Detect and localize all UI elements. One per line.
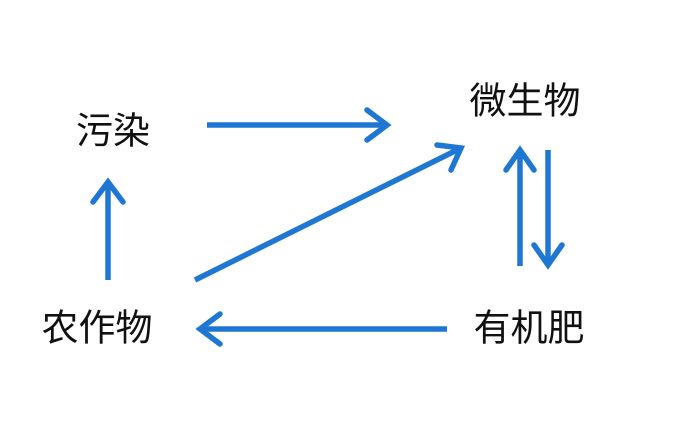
arrow-crop-to-pollution bbox=[90, 177, 126, 280]
node-fertilizer: 有机肥 bbox=[473, 306, 585, 350]
node-crop: 农作物 bbox=[41, 306, 153, 350]
arrow-pollution-to-microbe bbox=[207, 107, 392, 143]
node-microbe: 微生物 bbox=[469, 79, 581, 123]
node-pollution: 污染 bbox=[76, 109, 150, 153]
arrow-fertilizer-to-microbe bbox=[503, 145, 537, 266]
arrow-microbe-to-fertilizer bbox=[531, 150, 565, 270]
arrow-crop-to-microbe bbox=[193, 142, 466, 283]
arrow-fertilizer-to-crop bbox=[195, 311, 447, 347]
